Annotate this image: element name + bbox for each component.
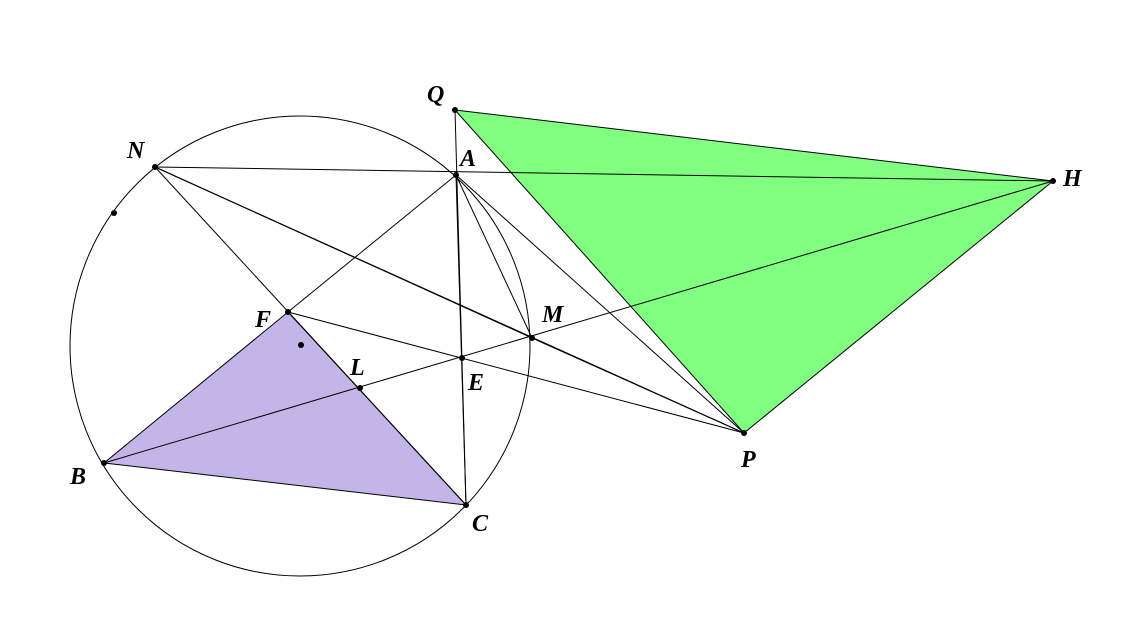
point-M <box>529 335 535 341</box>
label-B: B <box>69 464 86 490</box>
label-M: M <box>541 302 565 328</box>
point-A <box>453 172 459 178</box>
segment-AC <box>455 174 467 506</box>
point-B <box>101 460 107 466</box>
point-H <box>1050 178 1056 184</box>
points <box>101 107 1056 508</box>
triangle-QHP <box>453 109 1055 434</box>
segment-AM <box>455 174 533 339</box>
segment-BH <box>103 180 1054 464</box>
label-L: L <box>349 355 365 381</box>
label-H: H <box>1062 166 1083 192</box>
label-N: N <box>126 138 146 164</box>
segment-AF <box>287 174 457 313</box>
segment-MP <box>531 337 745 434</box>
point-P <box>741 430 747 436</box>
label-F: F <box>254 307 271 333</box>
segment-NM <box>154 166 533 339</box>
label-Q: Q <box>427 82 444 108</box>
segment-AP <box>455 174 745 434</box>
point-N <box>152 164 158 170</box>
point-unlabeled-arc <box>111 210 117 216</box>
point-center <box>298 342 304 348</box>
point-E <box>459 355 465 361</box>
label-E: E <box>467 370 484 396</box>
label-C: C <box>472 511 489 537</box>
point-F <box>285 309 291 315</box>
point-L <box>357 385 363 391</box>
point-C <box>463 502 469 508</box>
label-A: A <box>458 146 476 172</box>
segment-NH <box>154 166 1054 182</box>
segment-NC <box>154 166 467 506</box>
point-Q <box>452 107 458 113</box>
segment-FP <box>287 311 745 434</box>
labels: Q N A H F M L E P B C <box>69 82 1083 537</box>
label-P: P <box>740 447 756 473</box>
circumcircle <box>69 115 531 577</box>
triangle-BFC <box>102 311 468 506</box>
